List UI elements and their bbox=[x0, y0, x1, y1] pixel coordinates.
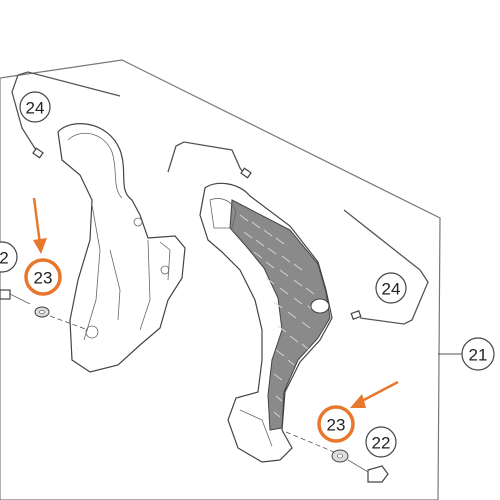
highlight-arrow-left bbox=[32, 197, 47, 254]
highlight-arrow-right bbox=[350, 380, 399, 408]
callout-24-upper: 24 bbox=[19, 91, 51, 123]
axis-line-right bbox=[285, 431, 335, 453]
callout-23-right: 23 bbox=[317, 405, 355, 443]
screw-right bbox=[347, 459, 389, 483]
callout-23-left: 23 bbox=[24, 258, 62, 296]
cable-tie-right bbox=[343, 209, 429, 325]
callout-21-assembly: 21 bbox=[461, 337, 495, 371]
callout-24-lower-label: 24 bbox=[382, 280, 401, 299]
callout-22-right-label: 22 bbox=[372, 434, 391, 453]
callout-22-left-partial: 2 bbox=[0, 241, 18, 273]
assembly-frame bbox=[0, 59, 441, 500]
assembly-label: 21 bbox=[469, 346, 488, 365]
washer-left bbox=[34, 306, 50, 318]
callout-24-lower: 24 bbox=[375, 272, 407, 304]
callout-22-right: 22 bbox=[365, 426, 397, 458]
right-frame-guard bbox=[199, 182, 333, 463]
callout-22-left-label: 2 bbox=[0, 249, 9, 268]
grip-texture bbox=[229, 199, 331, 431]
callout-23-right-label: 23 bbox=[327, 416, 346, 435]
left-frame-guard bbox=[57, 123, 186, 373]
axis-line-left bbox=[49, 315, 89, 331]
callout-23-left-label: 23 bbox=[34, 269, 53, 288]
screw-left bbox=[0, 289, 31, 305]
cable-tie-middle bbox=[167, 141, 247, 177]
callout-24-upper-label: 24 bbox=[26, 99, 45, 118]
washer-right bbox=[331, 449, 349, 463]
